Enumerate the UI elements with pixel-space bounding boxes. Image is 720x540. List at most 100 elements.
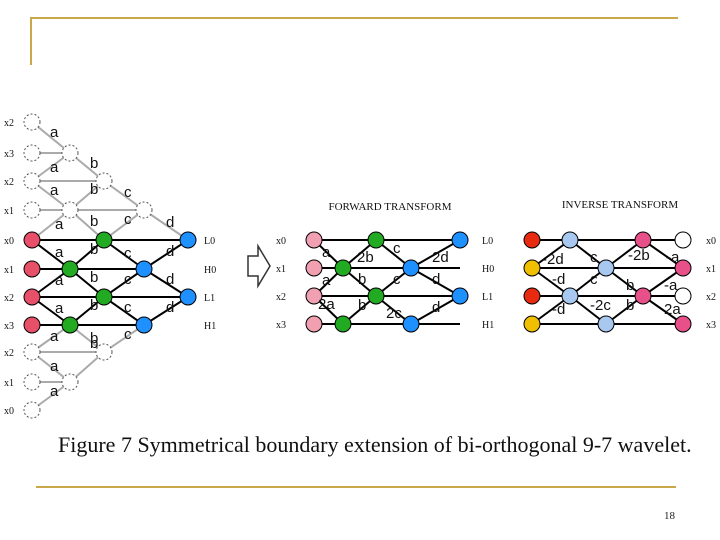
- inverse-title: INVERSE TRANSFORM: [562, 199, 678, 211]
- left-lattice-node: [179, 288, 197, 306]
- inverse-coefficient-label: -d: [552, 271, 565, 288]
- left-coefficient-label: b: [90, 241, 98, 258]
- left-input-label: x1: [4, 378, 14, 389]
- left-lattice-node: [23, 373, 41, 391]
- forward-input-label: x3: [276, 320, 286, 331]
- left-output-label: L1: [204, 293, 215, 304]
- inverse-coefficient-label: c: [590, 271, 598, 288]
- left-input-label: x2: [4, 118, 14, 129]
- left-output-label: L0: [204, 236, 215, 247]
- left-lattice-node: [23, 172, 41, 190]
- left-input-node: [23, 316, 41, 334]
- left-lattice-node: [135, 201, 153, 219]
- forward-output-label: L1: [482, 292, 493, 303]
- forward-diagonal-line: [410, 267, 461, 297]
- forward-coefficient-label: d: [432, 271, 440, 288]
- forward-coefficient-label: d: [432, 299, 440, 316]
- left-input-label: x1: [4, 206, 14, 217]
- left-coefficient-label: b: [90, 269, 98, 286]
- forward-input-label: x1: [276, 264, 286, 275]
- left-coefficient-label: d: [166, 243, 174, 260]
- left-coefficient-label: c: [124, 326, 132, 343]
- figure-caption: Figure 7 Symmetrical boundary extension …: [58, 432, 692, 457]
- left-coefficient-label: b: [90, 335, 98, 352]
- inverse-input-node: [523, 231, 541, 249]
- frame-left-line: [30, 17, 32, 65]
- inverse-coefficient-label: -a: [664, 277, 678, 294]
- left-lattice-node: [23, 113, 41, 131]
- left-diagonal-line: [143, 268, 189, 298]
- forward-coefficient-label: 2d: [432, 249, 449, 266]
- frame-top-line: [30, 17, 678, 19]
- left-coefficient-label: a: [55, 300, 64, 317]
- forward-coefficient-label: b: [358, 271, 366, 288]
- left-lattice-node: [23, 401, 41, 419]
- left-coefficient-label: a: [55, 272, 64, 289]
- left-coefficient-label: d: [166, 271, 174, 288]
- left-lattice-node: [95, 172, 113, 190]
- left-lattice-node: [61, 316, 79, 334]
- left-coefficient-label: b: [90, 330, 98, 347]
- forward-input-label: x0: [276, 236, 286, 247]
- inverse-coefficient-label: -a: [666, 249, 680, 266]
- left-input-label: x2: [4, 293, 14, 304]
- inverse-input-node: [523, 259, 541, 277]
- left-coefficient-label: a: [50, 328, 59, 345]
- left-coefficient-label: b: [90, 181, 98, 198]
- forward-output-label: H0: [482, 264, 494, 275]
- forward-input-node: [305, 259, 323, 277]
- left-input-label: x3: [4, 149, 14, 160]
- forward-green-node: [367, 287, 385, 305]
- forward-coefficient-label: c: [393, 271, 401, 288]
- left-coefficient-label: a: [50, 124, 59, 141]
- forward-diagonal-line: [410, 295, 461, 325]
- left-lattice-node: [61, 260, 79, 278]
- forward-green-node: [334, 259, 352, 277]
- inverse-light-blue-node: [597, 315, 615, 333]
- inverse-coefficient-label: 2a: [664, 301, 681, 318]
- forward-input-node: [305, 231, 323, 249]
- left-coefficient-label: c: [124, 271, 132, 288]
- forward-coefficient-label: 2b: [357, 249, 374, 266]
- left-coefficient-label: c: [124, 211, 132, 228]
- left-coefficient-label: a: [55, 216, 64, 233]
- forward-coefficient-label: b: [358, 297, 366, 314]
- inverse-coefficient-label: -d: [552, 301, 565, 318]
- forward-coefficient-label: 2a: [318, 296, 335, 313]
- left-input-node: [23, 231, 41, 249]
- left-diagonal-line: [143, 296, 189, 326]
- left-coefficient-label: a: [50, 358, 59, 375]
- left-input-label: x0: [4, 236, 14, 247]
- left-input-label: x2: [4, 177, 14, 188]
- left-lattice-node: [61, 144, 79, 162]
- inverse-coefficient-label: b: [626, 277, 634, 294]
- forward-green-node: [367, 231, 385, 249]
- left-lattice-node: [179, 231, 197, 249]
- inverse-output-node: [674, 287, 692, 305]
- left-coefficient-label: b: [90, 297, 98, 314]
- forward-coefficient-label: 2c: [386, 305, 402, 322]
- left-input-label: x3: [4, 321, 14, 332]
- left-coefficient-label: b: [90, 213, 98, 230]
- inverse-output-node: [674, 231, 692, 249]
- forward-output-label: H1: [482, 320, 494, 331]
- left-coefficient-label: d: [166, 299, 174, 316]
- left-coefficient-label: c: [124, 299, 132, 316]
- left-output-label: H1: [204, 321, 216, 332]
- inverse-output-label: x0: [706, 236, 716, 247]
- frame-bottom-line: [36, 486, 676, 488]
- forward-diagonal-line: [410, 239, 461, 269]
- left-coefficient-label: d: [166, 214, 174, 231]
- page-number: 18: [664, 510, 675, 522]
- inverse-light-blue-node: [597, 259, 615, 277]
- forward-input-node: [305, 287, 323, 305]
- inverse-coefficient-label: -2b: [628, 247, 650, 264]
- forward-coefficient-label: a: [322, 272, 331, 289]
- inverse-light-blue-node: [561, 231, 579, 249]
- forward-blue-node: [402, 315, 420, 333]
- inverse-input-node: [523, 315, 541, 333]
- left-coefficient-label: c: [124, 245, 132, 262]
- inverse-pink-node: [634, 231, 652, 249]
- forward-input-node: [305, 315, 323, 333]
